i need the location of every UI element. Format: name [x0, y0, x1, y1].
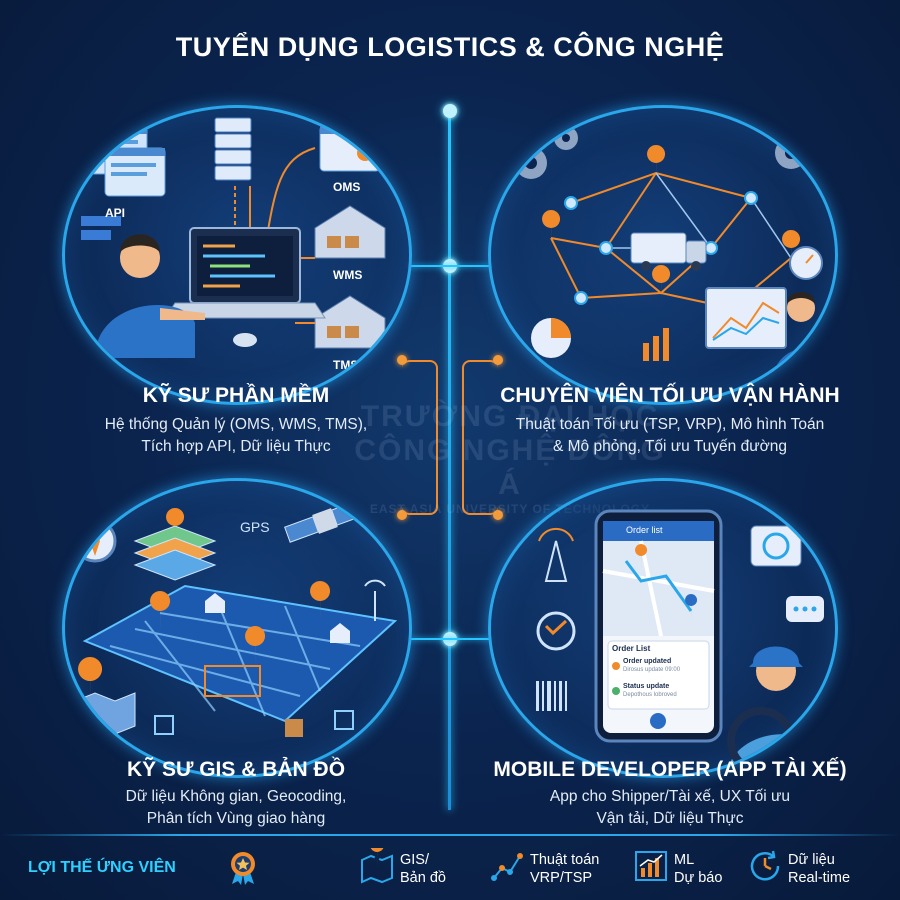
map-pin-icon: [360, 838, 394, 889]
orange-dot: [493, 355, 503, 365]
gis-desc-2: Phân tích Vùng giao hàng: [146, 810, 326, 827]
mobile-title: MOBILE DEVELOPER (APP TÀI XẾ): [493, 758, 847, 781]
optimization-desc-2: & Mô phỏng, Tối ưu Tuyến đường: [553, 438, 787, 455]
optimization-title: CHUYÊN VIÊN TỐI ƯU VẬN HÀNH: [500, 384, 840, 407]
phone-item2-sub: Depothous lobroved: [623, 692, 677, 698]
advantage-algorithm: Thuật toán VRP/TSP: [490, 848, 599, 889]
software-title: KỸ SƯ PHẦN MỀM: [142, 384, 330, 407]
orange-bracket-right: [462, 360, 498, 515]
route-icon: [490, 848, 524, 889]
gis-title: KỸ SƯ GIS & BẢN ĐỒ: [126, 758, 346, 781]
phone-item2-title: Status update: [623, 683, 670, 690]
gis-illustration: GPS: [62, 478, 412, 778]
footer-divider: [0, 834, 900, 836]
optimization-scene: [515, 126, 835, 388]
connector-lower: [410, 638, 490, 640]
advantages-label: LỢI THẾ ỨNG VIÊN: [28, 859, 176, 876]
gis-scene: [73, 499, 398, 737]
software-illustration: API OMS WMS TMS: [62, 105, 412, 405]
software-desc-1: Hệ thống Quản lý (OMS, WMS, TMS),: [104, 416, 368, 433]
gis-desc-1: Dữ liệu Không gian, Geocoding,: [125, 788, 347, 805]
advantage-gis: GIS/ Bản đồ: [360, 838, 446, 889]
software-desc-2: Tích hợp API, Dữ liệu Thực: [141, 438, 331, 455]
optimization-desc-1: Thuật toán Tối ưu (TSP, VRP), Mô hình To…: [515, 416, 825, 433]
phone-item1-title: Order updated: [623, 658, 672, 665]
optimization-illustration: [488, 105, 838, 405]
mobile-desc-1: App cho Shipper/Tài xế, UX Tối ưu: [549, 788, 791, 805]
mobile-illustration: Order list Order List Order updated Diro…: [488, 478, 838, 778]
phone-header: Order list: [626, 525, 663, 535]
timeline-node-top: [443, 104, 457, 118]
connector-upper: [410, 265, 490, 267]
clock-refresh-icon: [748, 848, 782, 889]
page-title: TUYỂN DỤNG LOGISTICS & CÔNG NGHỆ: [175, 32, 725, 62]
api-label: API: [105, 206, 126, 220]
gps-label: GPS: [240, 519, 270, 535]
advantage-ml: ML Dự báo: [634, 848, 722, 889]
orange-bracket-left: [402, 360, 438, 515]
mobile-desc-2: Vận tải, Dữ liệu Thực: [596, 810, 744, 827]
tms-label: TMS: [333, 358, 359, 372]
advantages-bar: LỢI THẾ ỨNG VIÊN GIS/ Bản đồ: [0, 838, 900, 896]
software-scene: [81, 117, 386, 358]
orange-dot: [397, 510, 407, 520]
orange-dot: [493, 510, 503, 520]
oms-label: OMS: [333, 180, 361, 194]
wms-label: WMS: [333, 268, 363, 282]
mobile-scene: [536, 509, 835, 775]
center-timeline: [448, 110, 451, 810]
advantage-realtime: Dữ liệu Real-time: [748, 848, 850, 889]
phone-item1-sub: Dirosus update 09:00: [623, 667, 681, 673]
phone-list-title: Order List: [612, 644, 651, 653]
award-badge-icon: [228, 850, 258, 891]
orange-dot: [397, 355, 407, 365]
chart-icon: [634, 848, 668, 889]
